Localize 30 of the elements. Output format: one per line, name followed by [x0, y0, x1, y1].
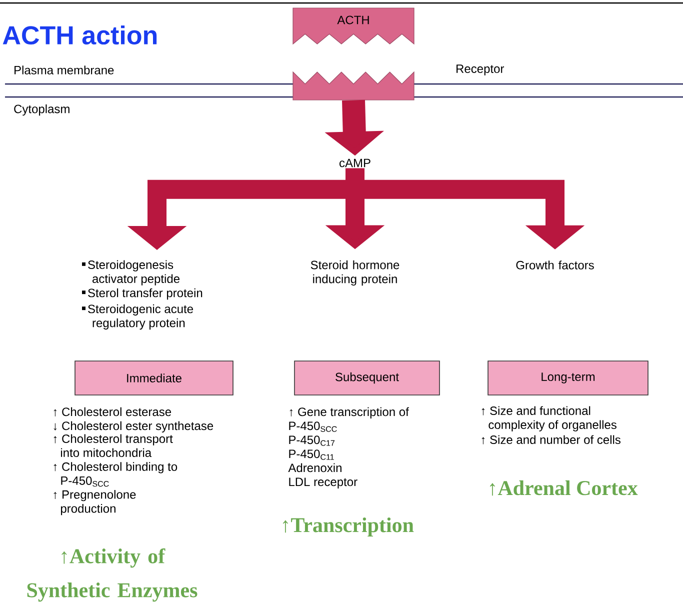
region-label: Plasma membrane [14, 66, 114, 74]
list-item: ↓ Cholesterol ester synthetase [54, 421, 214, 432]
title: ACTH action [2, 25, 157, 45]
receptor-shape [292, 71, 414, 100]
list-item: ↑ Gene transcription of [290, 407, 409, 418]
annotation: ↑Activity of Synthetic Enzymes [27, 548, 198, 602]
annotation: ↑Transcription [283, 517, 414, 537]
bullet-item: Steroidogenesis activator peptide [82, 260, 180, 286]
list-item: P-450$_{C11}$ [289, 450, 334, 460]
list-item: ↑ Pregnenolone production [54, 490, 136, 516]
bullet-item: Sterol transfer protein [82, 288, 202, 300]
text-label: Steroid hormone inducing protein [310, 260, 400, 286]
list-item: ↑ Cholesterol binding to P-450$_{SCC}$ [54, 462, 178, 487]
list-item: P-450$_{SCC}$ [289, 422, 337, 432]
text-label: Growth factors [516, 260, 594, 270]
part-label: Receptor [456, 64, 504, 76]
list-item: Adrenoxin [288, 463, 342, 472]
list-item: ↑ Cholesterol esterase [54, 407, 172, 416]
bullet-item: Steroidogenic acute regulatory protein [82, 304, 193, 330]
annotation: ↑Adrenal Cortex [490, 480, 638, 496]
list-item: LDL receptor [289, 478, 358, 488]
stage-box: Subsequent [294, 360, 440, 396]
list-item: P-450$_{C17}$ [289, 436, 334, 446]
list-item: ↑ Size and functional complexity of organelles [482, 406, 616, 432]
list-item: ↑ Size and number of cells [482, 435, 620, 444]
stage-box: Immediate [74, 360, 234, 396]
text-label: cAMP [340, 158, 370, 168]
list-item: ↑ Cholesterol transport into mitochondria [54, 434, 173, 457]
stage-box: Long-term [488, 360, 648, 396]
region-label: Cytoplasm [14, 104, 70, 116]
